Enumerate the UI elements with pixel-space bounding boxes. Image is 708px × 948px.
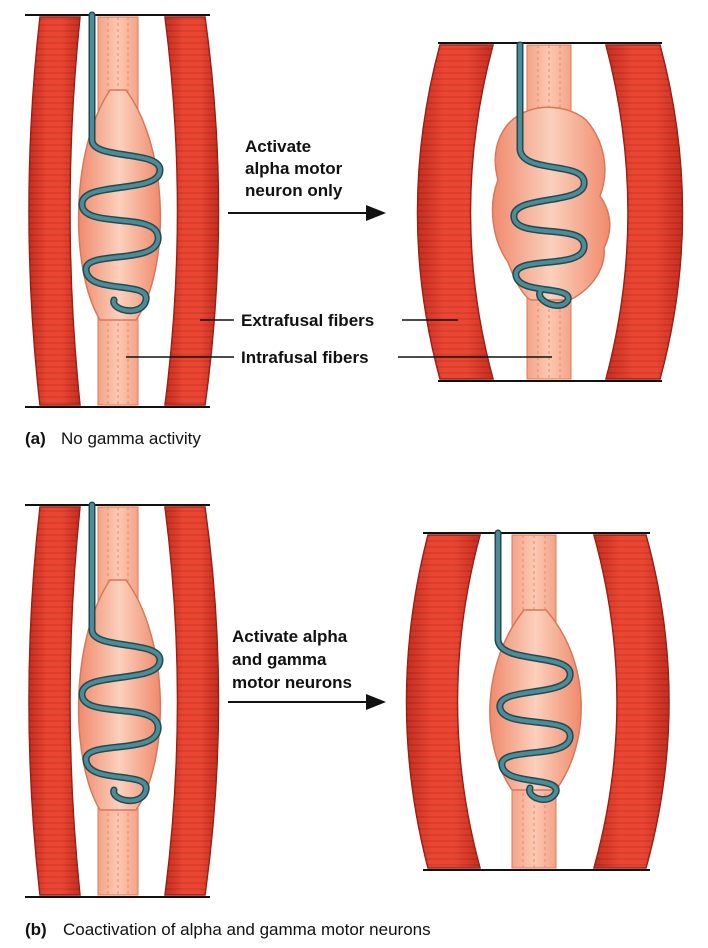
label-extrafusal: Extrafusal fibers xyxy=(241,311,374,330)
panel-b-right-spindle xyxy=(405,529,670,871)
caption-b-tag: (b) xyxy=(25,920,47,939)
caption-b-text: Coactivation of alpha and gamma motor ne… xyxy=(63,920,431,939)
action-label-a-line3: neuron only xyxy=(245,181,343,200)
panel-a-left-spindle xyxy=(25,11,220,408)
action-label-a-line2: alpha motor xyxy=(245,159,343,178)
action-label-b-line1: Activate alpha xyxy=(232,627,348,646)
panel-a-right-spindle xyxy=(416,41,684,382)
spindle-capsule xyxy=(491,106,611,301)
label-intrafusal: Intrafusal fibers xyxy=(241,348,369,367)
action-label-b-line3: motor neurons xyxy=(232,673,352,692)
action-label-b-line2: and gamma xyxy=(232,650,327,669)
panel-b-left-spindle xyxy=(25,501,220,898)
caption-a-tag: (a) xyxy=(25,429,46,448)
caption-a-text: No gamma activity xyxy=(61,429,201,448)
action-label-a-line1: Activate xyxy=(245,137,311,156)
